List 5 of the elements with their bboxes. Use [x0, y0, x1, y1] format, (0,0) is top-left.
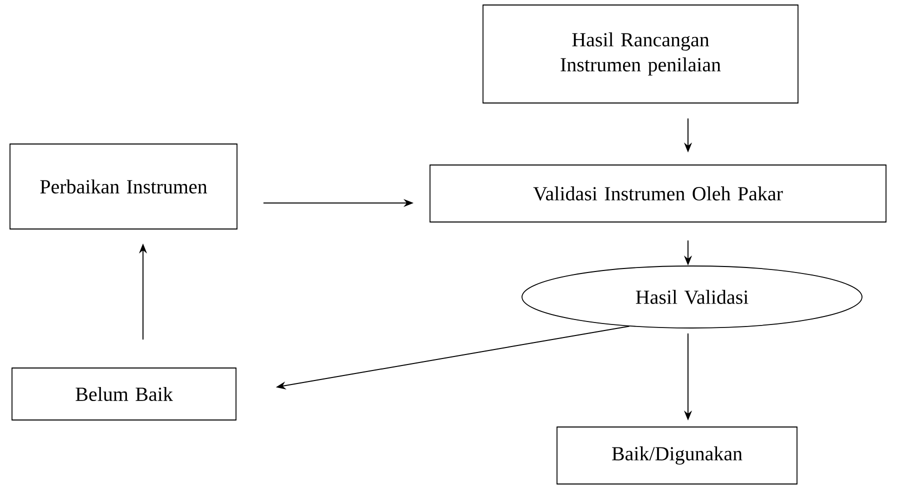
process-box: Baik/Digunakan	[556, 426, 798, 484]
process-box: Validasi Instrumen Oleh Pakar	[430, 164, 886, 222]
process-box: Perbaikan Instrumen	[10, 144, 238, 230]
process-box: Belum Baik	[12, 368, 236, 420]
process-box: Hasil Rancangan Instrumen penilaian	[482, 4, 798, 104]
